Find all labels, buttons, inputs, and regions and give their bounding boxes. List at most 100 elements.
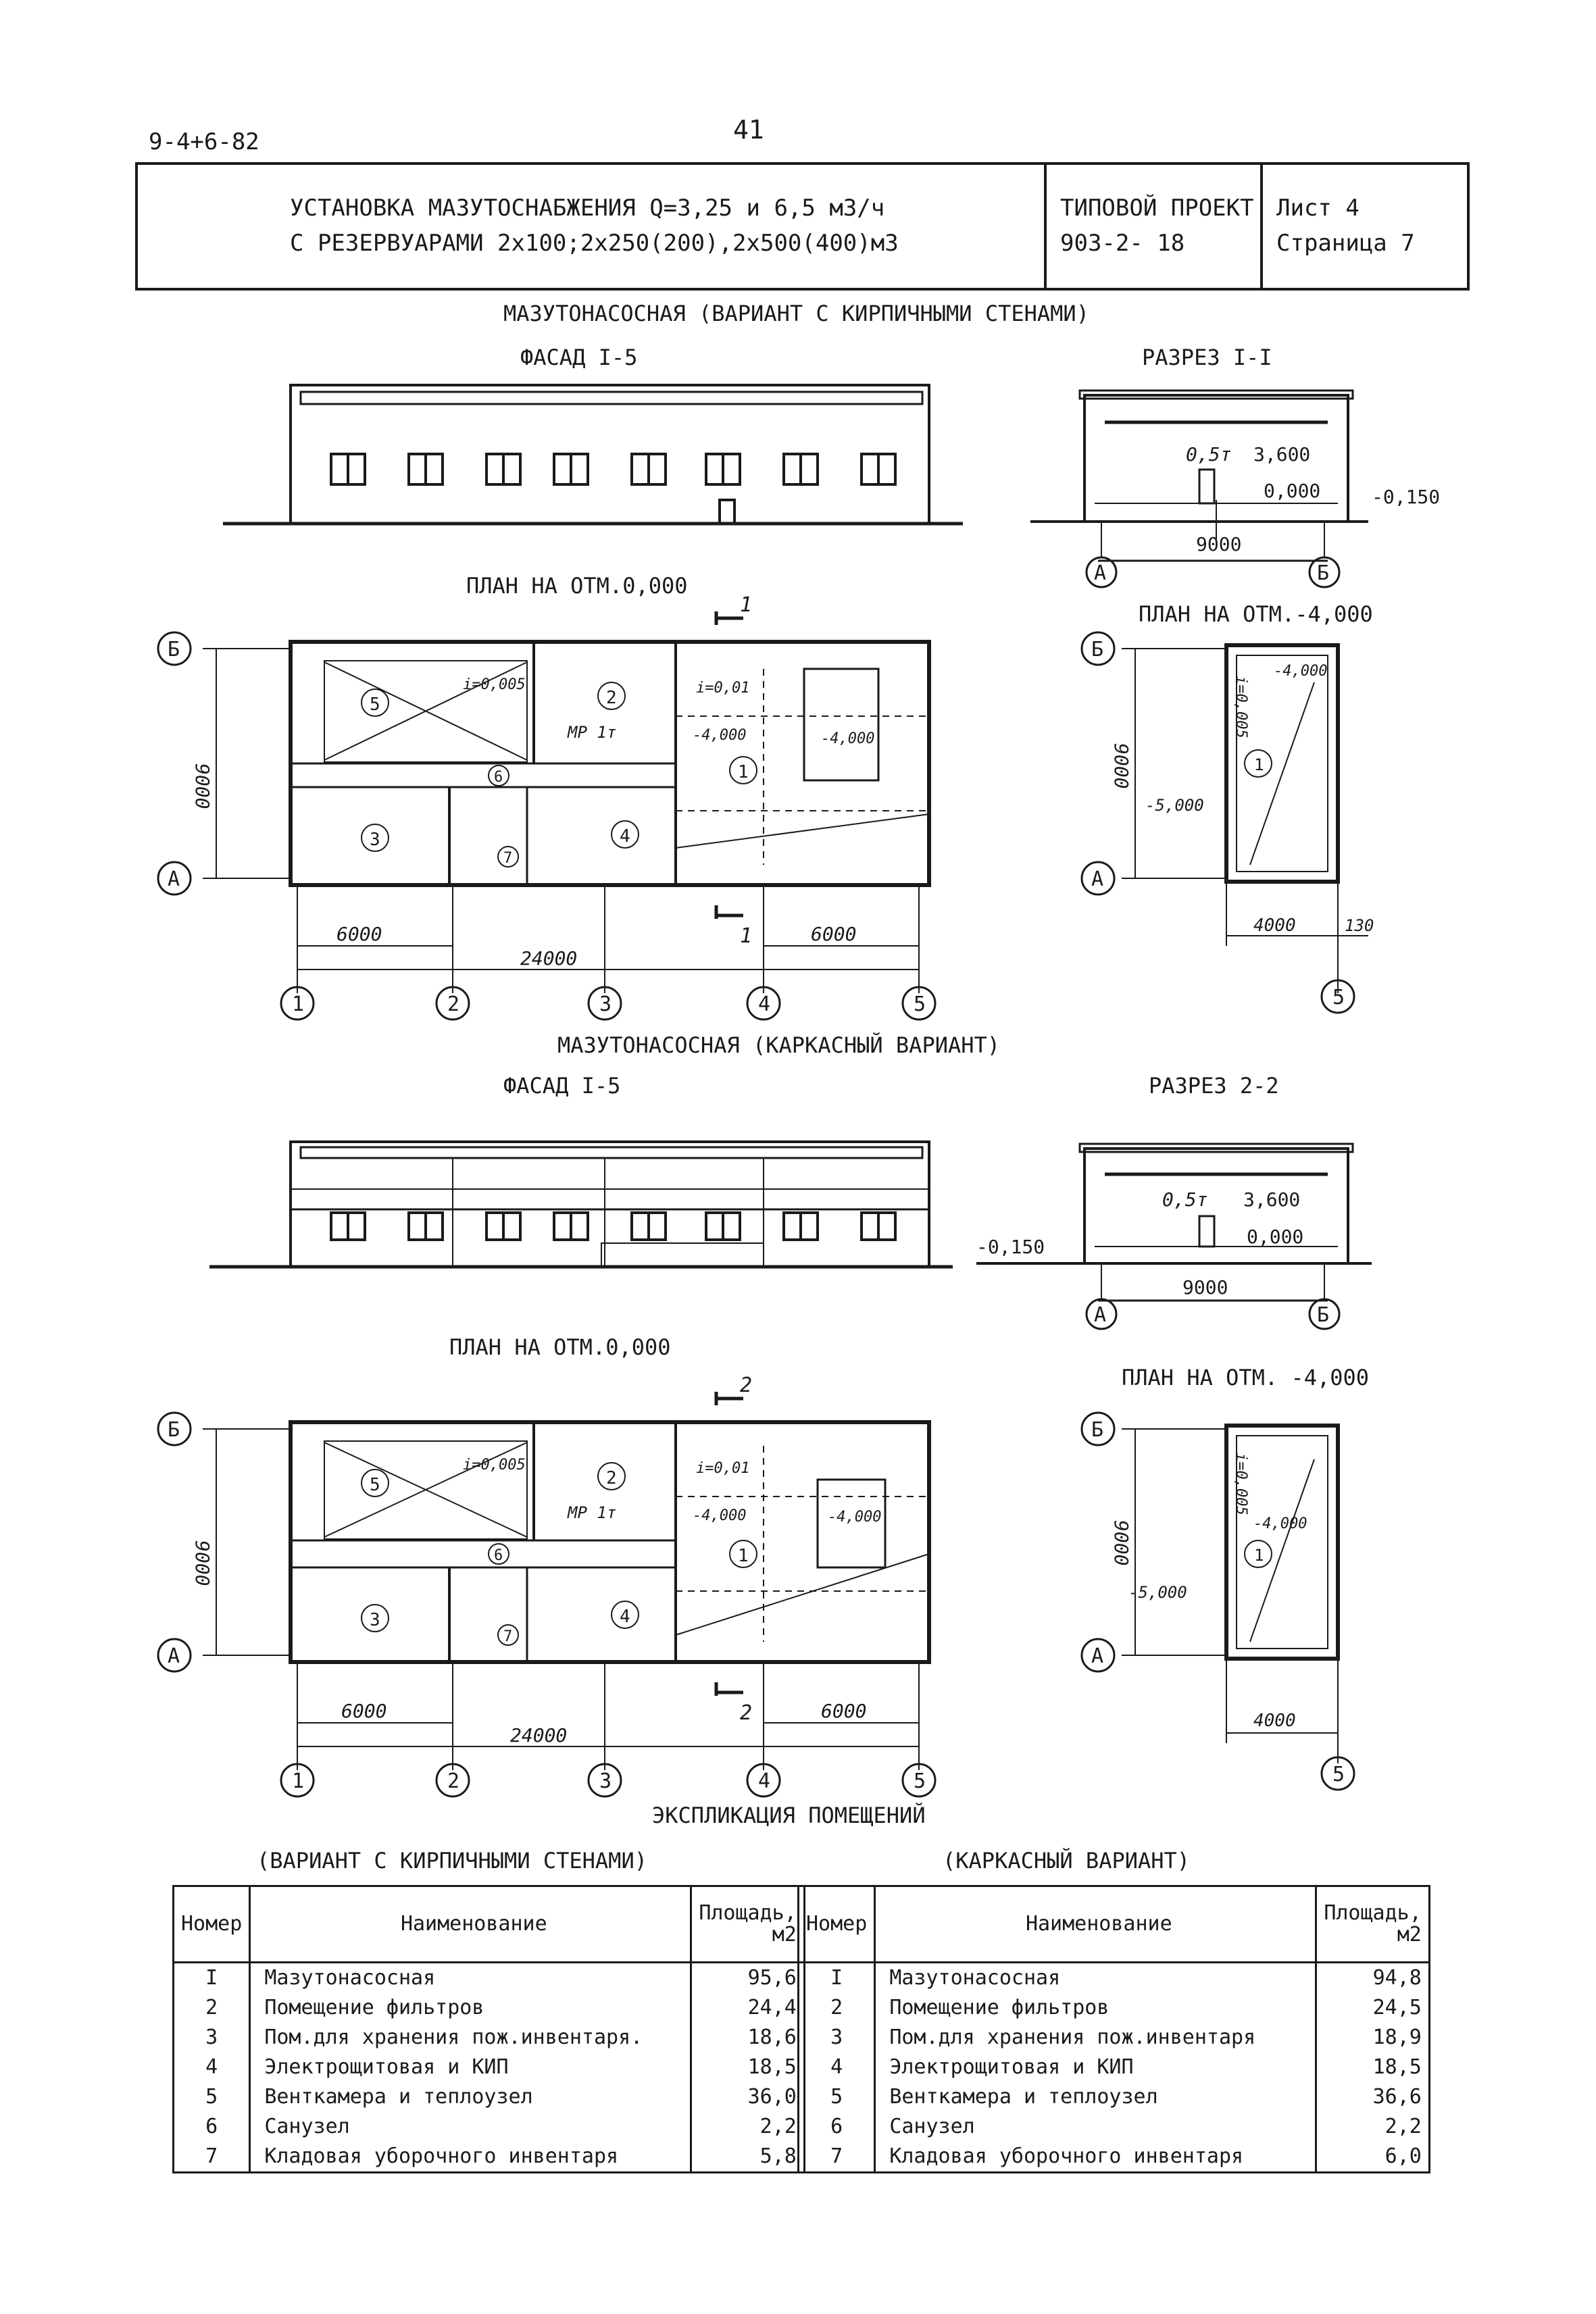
brick-plan-slope-1: i=0,01 [696,680,749,697]
frame-lower-room-1: 1 [1254,1546,1264,1565]
brick-lower-dim-width: 4000 [1253,915,1296,936]
frame-section-mark-top: 3,600 [1243,1188,1300,1211]
brick-lower-mark-floor: -4,000 [1274,663,1327,680]
frame-plan-slope-1: i=0,01 [696,1460,749,1477]
frame-section-drawing [976,1142,1372,1330]
frame-room-3: 3 [370,1610,380,1630]
header-area: Площадь, м2 [1315,1885,1430,1963]
frame-lower-mark-pit: -5,000 [1128,1583,1187,1602]
header-area: Площадь, м2 [690,1885,805,1963]
frame-plan-drawing [157,1392,937,1798]
frame-plan-dim-total: 24000 [510,1724,567,1746]
frame-facade-drawing [209,1140,953,1269]
frame-lower-axis-5: 5 [1332,1763,1345,1786]
brick-section-crane-mark: 0,5т [1186,443,1231,466]
brick-lower-axis-a: А [1091,867,1103,891]
header-num: Номер [172,1885,251,1963]
frame-axis-5: 5 [914,1769,926,1793]
brick-room-1: 1 [738,762,749,782]
title-block: УСТАНОВКА МАЗУТОСНАБЖЕНИЯ Q=3,25 и 6,5 м… [135,162,1470,291]
frame-axis-2: 2 [447,1769,459,1793]
project-number: 903-2- 18 [1060,230,1185,257]
frame-lower-plan-title: ПЛАН НА ОТМ. -4,000 [1122,1365,1370,1390]
project-label: ТИПОВОЙ ПРОЕКТ [1060,195,1254,222]
explication-brick-caption: (ВАРИАНТ С КИРПИЧНЫМИ СТЕНАМИ) [257,1848,647,1873]
brick-room-3: 3 [370,830,380,850]
frame-room-5: 5 [370,1475,380,1495]
frame-section-axis-a: А [1094,1303,1106,1327]
brick-plan-title: ПЛАН НА ОТМ.0,000 [466,573,688,599]
frame-lower-slope: i=0,005 [1232,1453,1249,1515]
brick-plan-dim-total: 24000 [520,947,577,970]
frame-lower-dim-depth: 9000 [1110,1520,1132,1565]
brick-section-title: РАЗРЕЗ I-I [1142,345,1272,370]
frame-lower-axis-b: Б [1091,1418,1103,1442]
title-line-2: С РЕЗЕРВУАРАМИ 2х100;2х250(200),2х500(40… [290,230,899,257]
title-line-1: УСТАНОВКА МАЗУТОСНАБЖЕНИЯ Q=3,25 и 6,5 м… [290,195,885,222]
page-number: 41 [733,115,764,145]
frame-section-mark-zero: 0,000 [1247,1226,1303,1248]
brick-facade-drawing [223,384,963,526]
brick-axis-1: 1 [292,992,304,1016]
brick-plan-mark-pit: -4,000 [693,727,746,744]
document-code: 9-4+6-82 [149,128,259,155]
frame-facade-title: ФАСАД I-5 [503,1073,621,1099]
frame-axis-b: Б [168,1418,180,1442]
frame-plan-dim-right: 6000 [821,1700,866,1722]
frame-section-width: 9000 [1182,1276,1228,1299]
brick-room-5: 5 [370,695,380,715]
brick-section-mark-ground: -0,150 [1372,486,1440,508]
frame-variant-title: МАЗУТОНАСОСНАЯ (КАРКАСНЫЙ ВАРИАНТ) [557,1032,1001,1058]
brick-axis-4: 4 [758,992,770,1016]
page-label: Страница 7 [1276,230,1415,257]
project-cell: ТИПОВОЙ ПРОЕКТ 903-2- 18 [1047,165,1263,288]
frame-axis-4: 4 [758,1769,770,1793]
frame-lower-mark-floor: -4,000 [1253,1515,1307,1532]
frame-room-1: 1 [738,1546,749,1566]
brick-plan-dim-right: 6000 [811,923,856,945]
brick-lower-dim-wall: 130 [1345,916,1374,935]
frame-axis-3: 3 [599,1769,612,1793]
brick-room-2: 2 [606,688,617,708]
brick-lower-plan-title: ПЛАН НА ОТМ.-4,000 [1139,601,1373,627]
brick-section-axis-a: А [1094,561,1106,585]
brick-plan-crane: МР 1т [567,723,616,742]
header-name: Наименование [249,1885,693,1963]
brick-lower-room-1: 1 [1254,755,1264,774]
brick-lower-axis-b: Б [1091,638,1103,661]
frame-section-axis-b: Б [1317,1303,1329,1327]
explication-title: ЭКСПЛИКАЦИЯ ПОМЕЩЕНИЙ [652,1803,926,1828]
title-description: УСТАНОВКА МАЗУТОСНАБЖЕНИЯ Q=3,25 и 6,5 м… [138,165,1047,288]
frame-room-7: 7 [503,1628,512,1645]
frame-plan-cut-bottom: 2 [740,1701,752,1725]
brick-variant-title: МАЗУТОНАСОСНАЯ (ВАРИАНТ С КИРПИЧНЫМИ СТЕ… [503,301,1089,326]
brick-section-mark-zero: 0,000 [1264,480,1320,502]
frame-plan-title: ПЛАН НА ОТМ.0,000 [449,1334,671,1360]
brick-plan-cut-bottom: 1 [740,924,752,948]
frame-plan-cut-top: 2 [740,1374,752,1397]
brick-room-6: 6 [494,769,503,786]
brick-section-width: 9000 [1196,533,1241,555]
frame-section-mark-ground: -0,150 [976,1236,1045,1258]
brick-section-drawing [1030,389,1368,588]
brick-axis-3: 3 [599,992,612,1016]
frame-plan-crane: МР 1т [567,1503,616,1522]
frame-axis-a: А [168,1644,180,1668]
brick-lower-mark-pit: -5,000 [1145,796,1204,815]
brick-section-mark-top: 3,600 [1253,443,1310,466]
brick-room-7: 7 [503,850,512,867]
